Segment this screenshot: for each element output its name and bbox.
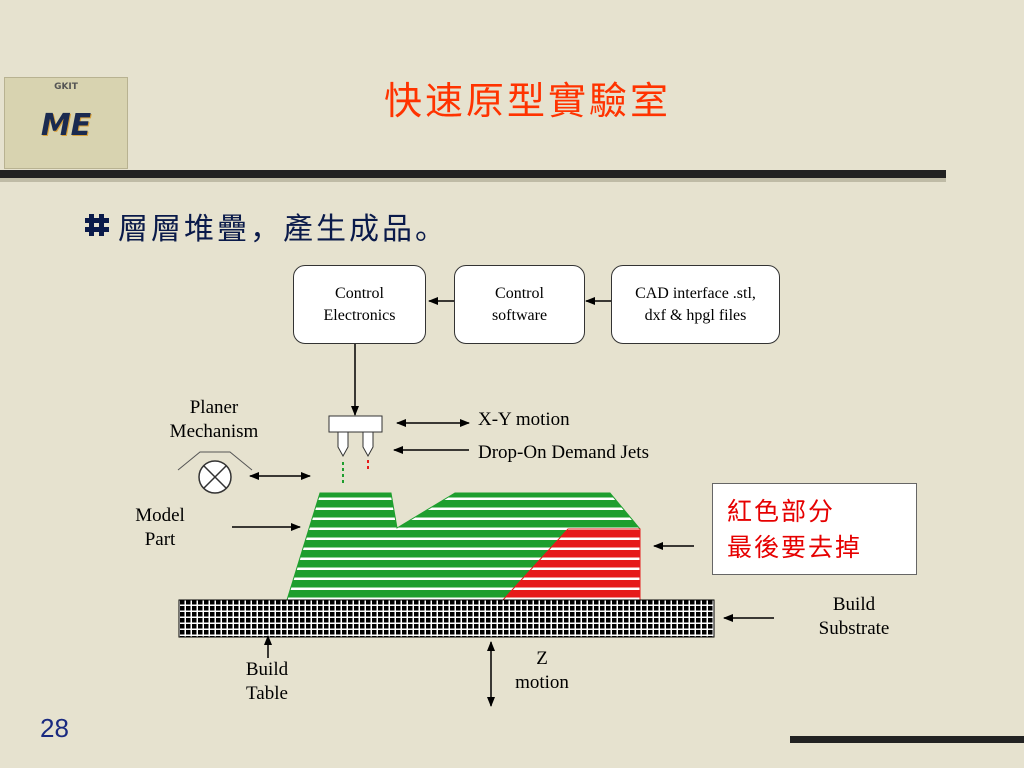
box-line: dxf & hpgl files <box>644 306 747 324</box>
drop-on-demand-label: Drop-On Demand Jets <box>478 442 649 463</box>
box-line: CAD interface .stl, <box>635 284 756 302</box>
page-number: 28 <box>40 713 69 743</box>
jet-nozzle-right <box>362 431 374 458</box>
box-line: Electronics <box>323 306 396 324</box>
label-line: Substrate <box>818 618 890 639</box>
box-line: software <box>491 306 548 324</box>
note-line: 紅色部分 <box>727 497 836 526</box>
control-electronics-box: Control Electronics <box>293 265 426 344</box>
label-line: Part <box>144 529 176 550</box>
build-substrate <box>178 599 715 638</box>
label-line: Table <box>246 683 288 704</box>
z-motion-label: Z motion <box>504 647 580 695</box>
xy-motion-label: X-Y motion <box>478 409 570 430</box>
print-head <box>328 415 383 433</box>
planer-mechanism-lines <box>177 451 253 471</box>
bullet-text: 層層堆疊，產生成品。 <box>118 212 448 247</box>
planer-mechanism-label: Planer Mechanism <box>158 396 270 444</box>
build-substrate-label: Build Substrate <box>806 593 902 641</box>
slide-title: 快速原型實驗室 <box>384 79 672 123</box>
logo-main-text: ME <box>40 108 92 143</box>
note-line: 最後要去掉 <box>727 533 863 562</box>
cad-interface-box: CAD interface .stl, dxf & hpgl files <box>611 265 780 344</box>
logo-top-text: GKIT <box>54 82 78 92</box>
label-line: Model <box>135 505 185 526</box>
hash-bullet-icon <box>85 214 109 236</box>
jet-nozzle-left <box>337 431 349 458</box>
box-line: Control <box>495 284 544 302</box>
lab-logo: GKIT ME <box>4 77 128 169</box>
support-removal-note: 紅色部分 最後要去掉 <box>712 483 917 575</box>
label-line: Build <box>832 594 876 615</box>
control-software-box: Control software <box>454 265 585 344</box>
label-line: Z <box>536 648 548 669</box>
label-line: Build <box>245 659 289 680</box>
build-table-label: Build Table <box>232 658 302 706</box>
label-line: motion <box>515 672 569 693</box>
label-line: Mechanism <box>169 421 259 442</box>
label-line: Planer <box>189 397 239 418</box>
box-line: Control <box>335 284 384 302</box>
model-part-label: Model Part <box>124 504 196 552</box>
